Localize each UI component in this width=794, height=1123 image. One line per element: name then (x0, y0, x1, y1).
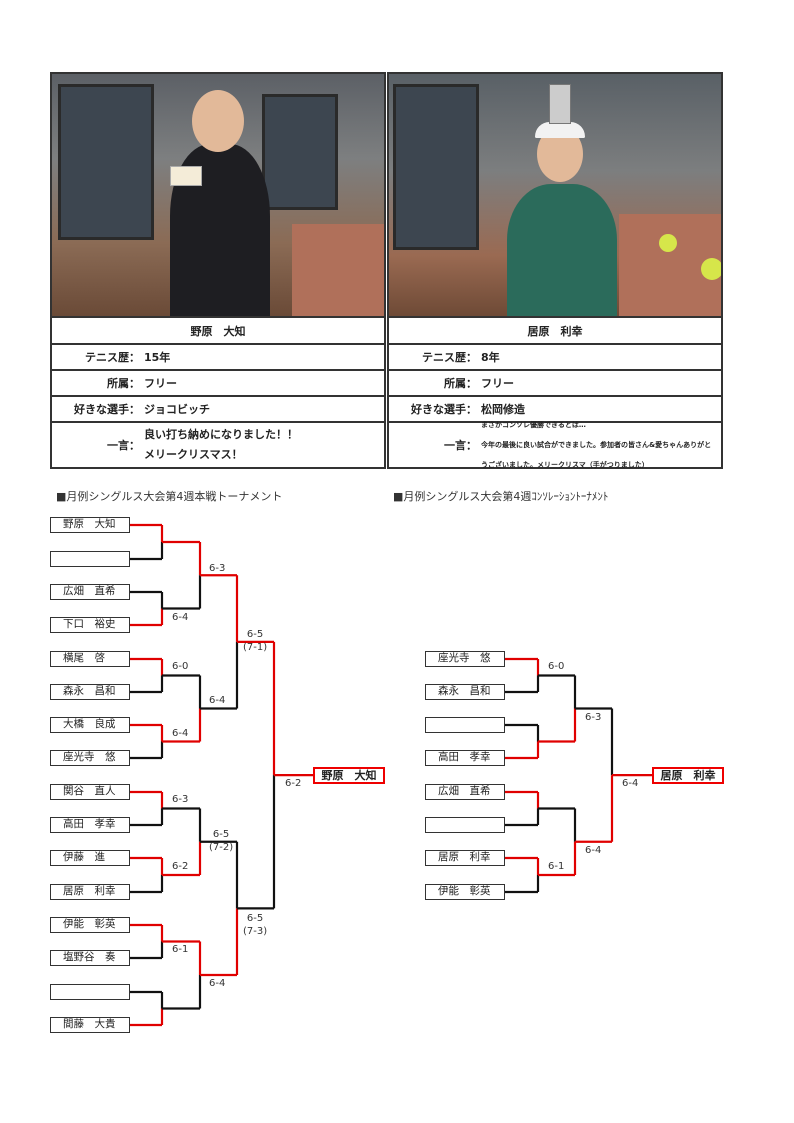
final-score: 6-4 (622, 778, 639, 789)
comment-line: 良い打ち納めになりました！！ (144, 428, 298, 441)
entrant-box: 座光寺 悠 (425, 651, 505, 667)
comment-row: 一言： 良い打ち納めになりました！！ メリークリスマス！ (50, 423, 386, 469)
window-decoration (262, 94, 338, 210)
entrant-box: 広畑 直希 (425, 784, 505, 800)
comment-row: 一言： まさかコンソレ優勝できるとは… 今年の最後に良い試合ができました。参加者… (387, 421, 723, 469)
match-score: 6-3 (585, 712, 602, 723)
match-score: 6-4 (172, 612, 189, 623)
match-score: 6-0 (172, 661, 189, 672)
info-label: テニス歴： (422, 351, 477, 364)
comment-line: メリークリスマス！ (144, 448, 243, 461)
entrant-box: 下口 裕史 (50, 617, 130, 633)
main-bracket-title: ■月例シングルス大会第4週本戦トーナメント (56, 490, 283, 503)
player-card-2: 居原 利幸 テニス歴： 8年 所属： フリー 好きな選手： 松岡修造 一言： まさかコ… (387, 72, 723, 469)
entrant-box: 居原 利幸 (425, 850, 505, 866)
entrant-box: 大橋 良成 (50, 717, 130, 733)
info-value: 15年 (144, 351, 171, 364)
match-score: 6-4 (209, 978, 226, 989)
match-score: 6-5 (7-1) (243, 629, 268, 653)
entrant-box: 間藤 大貴 (50, 1017, 130, 1033)
consolation-winner-box: 居原 利幸 (652, 767, 724, 784)
entrant-box (50, 984, 130, 1000)
consolation-bracket-title: ■月例シングルス大会第4週ｺﾝｿﾚｰｼｮﾝﾄｰﾅﾒﾝﾄ (393, 490, 609, 503)
entrant-box: 野原 大知 (50, 517, 130, 533)
info-label: 所属： (107, 377, 140, 390)
info-row: 所属： フリー (50, 371, 386, 397)
entrant-box (50, 551, 130, 567)
match-score: 6-0 (548, 661, 565, 672)
info-value: ジョコビッチ (144, 403, 210, 416)
final-score: 6-2 (285, 778, 302, 789)
entrant-box: 森永 昌和 (425, 684, 505, 700)
entrant-box: 座光寺 悠 (50, 750, 130, 766)
player-photo-2 (387, 72, 723, 318)
can-decoration (549, 84, 571, 124)
info-row: テニス歴： 15年 (50, 345, 386, 371)
card-in-hand (170, 166, 202, 186)
info-row: 所属： フリー (387, 371, 723, 397)
entrant-box: 伊能 彰英 (50, 917, 130, 933)
match-score: 6-4 (172, 728, 189, 739)
entrant-box: 伊能 彰英 (425, 884, 505, 900)
window-decoration (58, 84, 154, 240)
info-label: 好きな選手： (74, 403, 140, 416)
info-label: 好きな選手： (411, 403, 477, 416)
match-score: 6-3 (172, 794, 189, 805)
match-score: 6-5 (7-3) (243, 913, 268, 937)
info-value: フリー (481, 377, 514, 390)
comment-line: 今年の最後に良い試合ができました。参加者の皆さん&愛ちゃんありがと (481, 441, 712, 449)
match-score: 6-3 (209, 563, 226, 574)
comment-text: まさかコンソレ優勝できるとは… 今年の最後に良い試合ができました。参加者の皆さん… (477, 415, 711, 475)
comment-label: 一言： (444, 439, 477, 452)
entrant-box: 塩野谷 奏 (50, 950, 130, 966)
main-winner-box: 野原 大知 (313, 767, 385, 784)
player-name: 居原 利幸 (387, 318, 723, 345)
comment-label: 一言： (107, 439, 140, 452)
entrant-box: 関谷 直人 (50, 784, 130, 800)
window-decoration (393, 84, 479, 250)
entrant-box (425, 817, 505, 833)
tennis-ball-icon (659, 234, 677, 252)
info-label: 所属： (444, 377, 477, 390)
player-photo-1 (50, 72, 386, 318)
player-card-1: 野原 大知 テニス歴： 15年 所属： フリー 好きな選手： ジョコビッチ 一言： 良… (50, 72, 386, 469)
comment-text: 良い打ち納めになりました！！ メリークリスマス！ (140, 425, 298, 465)
comment-line: まさかコンソレ優勝できるとは… (481, 421, 586, 429)
info-value: フリー (144, 377, 177, 390)
comment-line: うございました。メリークリスマ（手がつりました） (481, 461, 649, 469)
match-score: 6-2 (172, 861, 189, 872)
match-score: 6-4 (209, 695, 226, 706)
info-row: テニス歴： 8年 (387, 345, 723, 371)
info-value: 松岡修造 (481, 403, 525, 416)
match-score: 6-4 (585, 845, 602, 856)
entrant-box: 高田 孝幸 (425, 750, 505, 766)
entrant-box: 広畑 直希 (50, 584, 130, 600)
person-figure (507, 184, 617, 316)
entrant-box (425, 717, 505, 733)
match-score: 6-1 (548, 861, 565, 872)
info-label: テニス歴： (85, 351, 140, 364)
tennis-ball-icon (701, 258, 721, 280)
main-bracket-lines (130, 523, 313, 1027)
match-score: 6-1 (172, 944, 189, 955)
info-value: 8年 (481, 351, 500, 364)
info-row: 好きな選手： ジョコビッチ (50, 397, 386, 423)
cap-decoration (535, 122, 585, 138)
entrant-box: 横尾 啓 (50, 651, 130, 667)
entrant-box: 高田 孝幸 (50, 817, 130, 833)
entrant-box: 伊藤 進 (50, 850, 130, 866)
entrant-box: 森永 昌和 (50, 684, 130, 700)
person-head (192, 90, 244, 152)
match-score: 6-5 (7-2) (209, 829, 234, 853)
consolation-bracket-lines (505, 657, 652, 894)
entrant-box: 居原 利幸 (50, 884, 130, 900)
info-row: 好きな選手： 松岡修造 (387, 397, 723, 423)
counter-decoration (292, 224, 384, 316)
player-name: 野原 大知 (50, 318, 386, 345)
